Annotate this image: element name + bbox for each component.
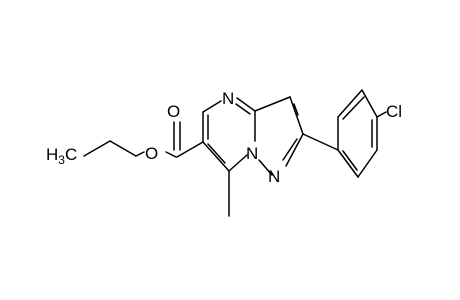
bond-c2-phenyl — [302, 133, 339, 151]
bond-ph-2 — [337, 89, 363, 118]
bond-ch3-ch2 — [83, 140, 111, 157]
bond-c2-n1-inner — [282, 138, 298, 161]
bond-carbonyl-ring — [176, 141, 204, 158]
ester-oxygen-double-label: O — [167, 102, 180, 121]
bond-c7-c6-inner — [207, 143, 226, 164]
bond-n4-c3a — [236, 97, 256, 112]
bond-c2-n1 — [285, 133, 304, 167]
bond-ph-3 — [361, 89, 378, 118]
bond-n4-c3a-inner — [235, 103, 251, 115]
bond-o-carbonyl — [165, 151, 177, 158]
bond-n1-n-bridge — [258, 159, 273, 176]
bond-c3a-c3 — [254, 96, 291, 112]
ester-oxygen-single-label: O — [145, 144, 158, 163]
bond-c5-n4 — [202, 100, 222, 113]
chlorine-label: Cl — [386, 102, 402, 121]
bond-ph-6-inner — [342, 150, 358, 171]
bond-c7-c6 — [202, 141, 230, 172]
bond-c3-c2-inner — [293, 103, 299, 116]
ring-nitrogen-top-label: N — [222, 89, 234, 108]
bond-c3-c2 — [289, 96, 304, 135]
bond-ph-6 — [337, 149, 359, 178]
ring-nitrogen-bridge-label: N — [246, 144, 258, 163]
bond-ph-5 — [357, 149, 378, 178]
ethyl-ch3-label: H3C — [46, 145, 77, 167]
bond-n-bridge-c7 — [228, 154, 248, 172]
ring-nitrogen-pyrazole-label: N — [268, 167, 280, 186]
bond-ph-cl — [376, 111, 387, 118]
bond-ch2-o — [109, 140, 137, 157]
bond-ph-2-inner — [342, 96, 365, 120]
bond-ch2-o-b — [135, 151, 145, 157]
